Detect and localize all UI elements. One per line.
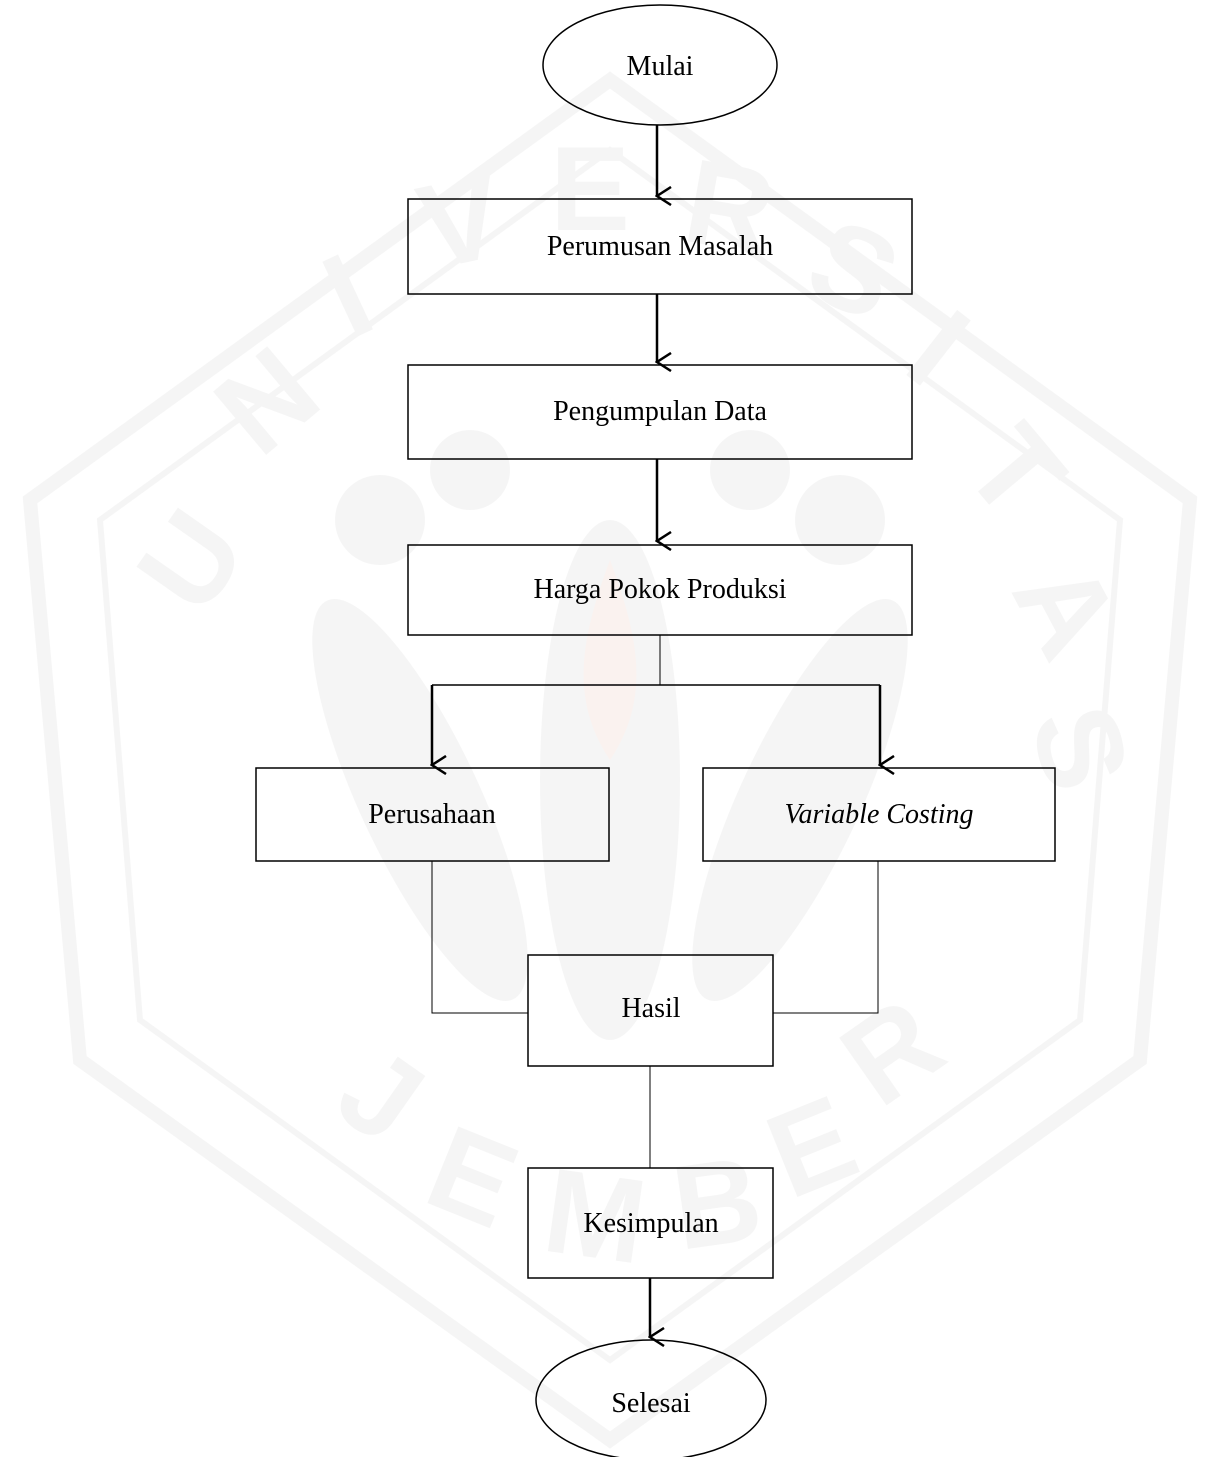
cost-of-production-box: Harga Pokok Produksi	[407, 544, 913, 636]
end-node-label: Selesai	[611, 1388, 691, 1419]
result-label: Hasil	[621, 993, 680, 1024]
company-label: Perusahaan	[368, 799, 496, 830]
seal-outline	[22, 71, 1198, 1449]
conclusion-box: Kesimpulan	[527, 1167, 774, 1279]
conclusion-label: Kesimpulan	[583, 1208, 718, 1239]
result-box: Hasil	[527, 954, 774, 1067]
start-node: Mulai	[542, 4, 778, 126]
data-collection-box: Pengumpulan Data	[407, 364, 913, 460]
problem-formulation-label: Perumusan Masalah	[547, 231, 773, 262]
variable-costing-label: Variable Costing	[784, 799, 973, 830]
seal-leaf-shapes	[312, 430, 908, 1040]
seal-flame	[583, 560, 637, 760]
company-box: Perusahaan	[255, 767, 610, 862]
data-collection-label: Pengumpulan Data	[553, 396, 767, 427]
branch-connector	[432, 635, 880, 686]
variable-costing-box: Variable Costing	[702, 767, 1056, 862]
end-node: Selesai	[535, 1339, 767, 1457]
svg-text:E: E	[550, 122, 630, 256]
problem-formulation-box: Perumusan Masalah	[407, 198, 913, 295]
merge-connectors	[431, 861, 879, 1014]
svg-text:B: B	[665, 1131, 769, 1276]
cost-of-production-label: Harga Pokok Produksi	[533, 574, 786, 605]
start-node-label: Mulai	[627, 51, 694, 82]
